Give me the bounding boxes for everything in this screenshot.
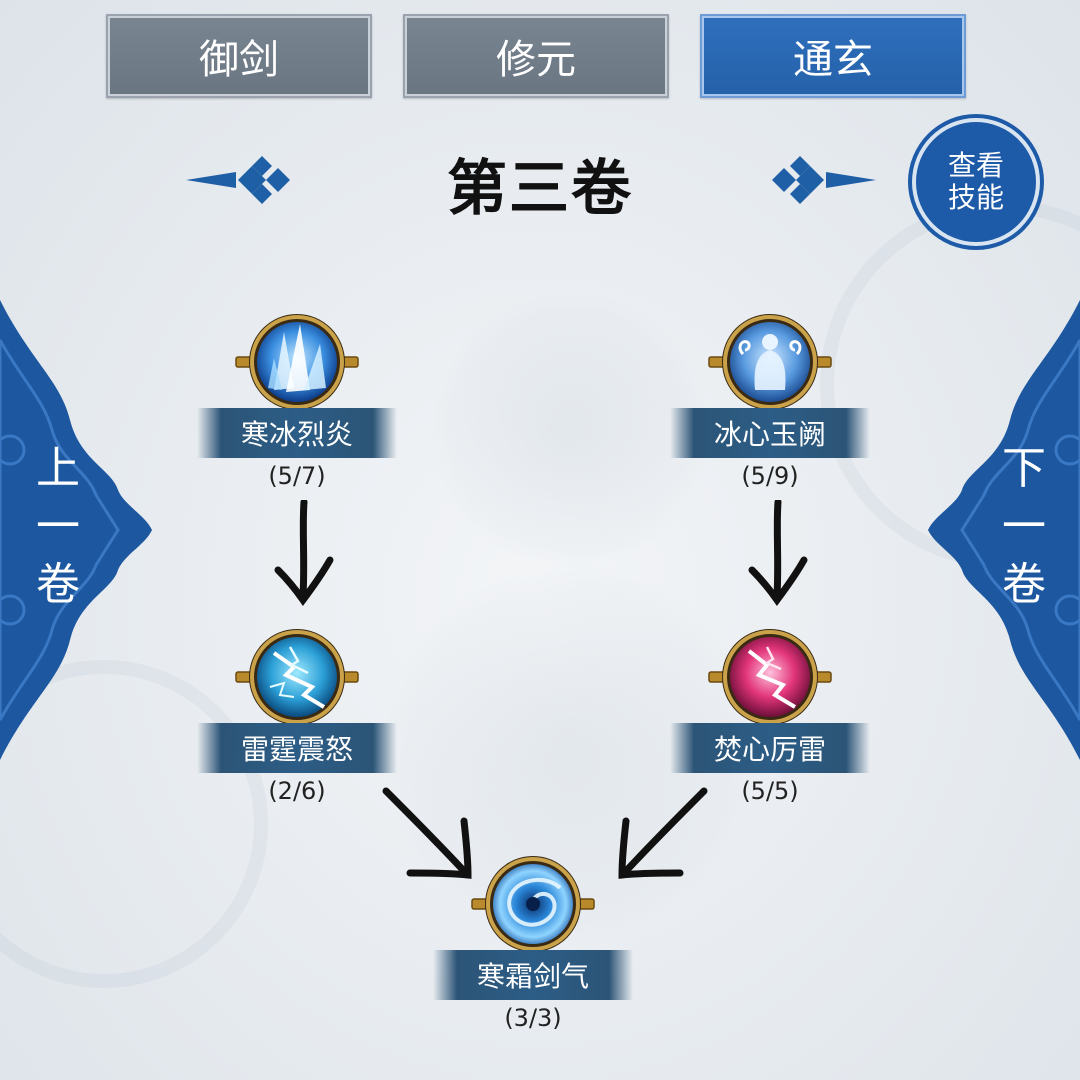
skill-level: (2/6) bbox=[268, 777, 326, 805]
right-diamond-ornament-icon bbox=[772, 156, 876, 204]
skill-node-hanshuang[interactable]: 寒霜剑气 (3/3) bbox=[433, 852, 633, 1042]
crimson-lightning-icon bbox=[708, 629, 832, 725]
skill-node-leiting[interactable]: 雷霆震怒 (2/6) bbox=[197, 625, 397, 815]
frost-vortex-icon bbox=[471, 856, 595, 952]
prev-volume-label: 上 一 卷 bbox=[36, 443, 80, 610]
volume-title: 第三卷 bbox=[447, 154, 633, 224]
skill-node-fenxin[interactable]: 焚心厉雷 (5/5) bbox=[670, 625, 870, 815]
next-volume-button[interactable]: 下 一 卷 bbox=[920, 300, 1080, 760]
skill-name: 寒冰烈炎 bbox=[197, 408, 397, 458]
prev-volume-button[interactable]: 上 一 卷 bbox=[0, 300, 160, 760]
lightning-icon bbox=[235, 629, 359, 725]
next-volume-label: 下 一 卷 bbox=[1002, 443, 1046, 610]
background-ornament bbox=[430, 290, 710, 570]
ice-crystal-icon bbox=[235, 314, 359, 410]
tab-tongxuan[interactable]: 通玄 bbox=[700, 14, 966, 98]
tab-xiuyuan[interactable]: 修元 bbox=[403, 14, 669, 98]
down-arrow-icon bbox=[748, 500, 808, 606]
next-volume-banner-icon bbox=[928, 300, 1080, 760]
skill-name: 焚心厉雷 bbox=[670, 723, 870, 773]
view-skill-button[interactable]: 查看 技能 bbox=[916, 122, 1036, 242]
tab-label: 修元 bbox=[496, 37, 576, 83]
skill-level: (3/3) bbox=[504, 1004, 562, 1032]
view-skill-label: 查看 bbox=[947, 149, 1004, 182]
skill-level: (5/7) bbox=[268, 462, 326, 490]
left-diamond-ornament-icon bbox=[186, 156, 290, 204]
skill-level: (5/5) bbox=[741, 777, 799, 805]
tab-label: 御剑 bbox=[199, 37, 279, 83]
skill-level: (5/9) bbox=[741, 462, 799, 490]
skill-name: 寒霜剑气 bbox=[433, 950, 633, 1000]
meditating-figure-icon bbox=[708, 314, 832, 410]
down-right-arrow-icon bbox=[382, 787, 472, 879]
down-arrow-icon bbox=[274, 500, 334, 606]
prev-volume-banner-icon bbox=[0, 300, 152, 760]
view-skill-label: 技能 bbox=[947, 181, 1004, 214]
skill-name: 雷霆震怒 bbox=[197, 723, 397, 773]
skill-name: 冰心玉阙 bbox=[670, 408, 870, 458]
tab-yujian[interactable]: 御剑 bbox=[106, 14, 372, 98]
tab-label: 通玄 bbox=[793, 37, 873, 83]
skill-node-hanbing[interactable]: 寒冰烈炎 (5/7) bbox=[197, 310, 397, 500]
down-left-arrow-icon bbox=[618, 787, 708, 879]
skill-node-bingxin[interactable]: 冰心玉阙 (5/9) bbox=[670, 310, 870, 500]
